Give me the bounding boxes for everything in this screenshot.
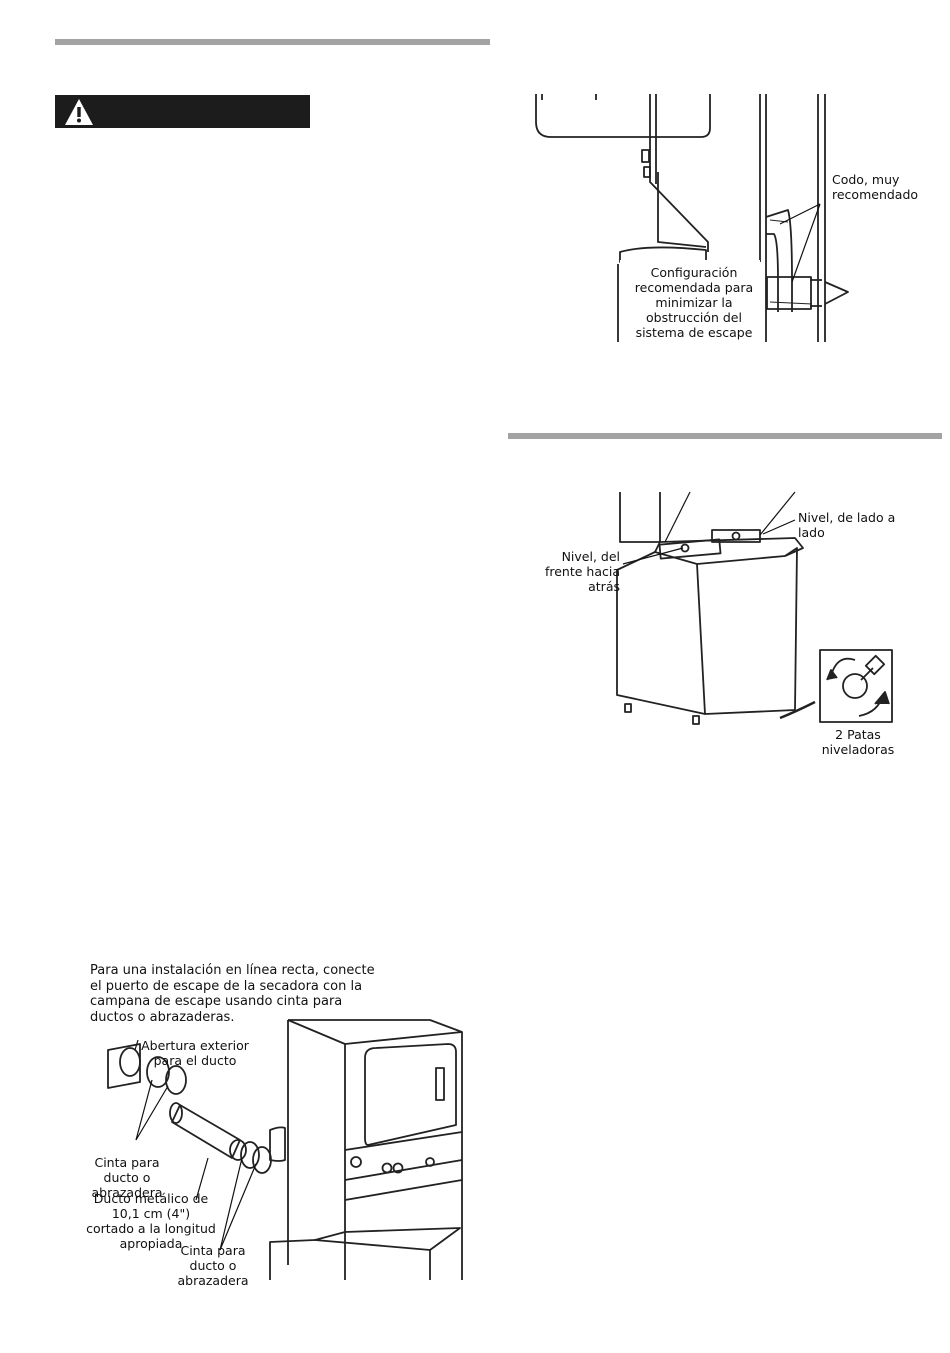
level-side-label: Nivel, de lado a lado	[798, 510, 896, 540]
config-label: Configuración recomendada para minimizar…	[634, 265, 754, 340]
section-rule-top-left	[55, 39, 490, 45]
duct-tape-label-2: Cinta para ducto o abrazadera	[177, 1243, 249, 1288]
elbow-label: Codo, muy recomendado	[832, 172, 919, 202]
level-front-label: Nivel, del frente hacia atrás	[544, 549, 620, 594]
straight-install-figure	[107, 1019, 463, 1280]
duct-tape-label-1: Cinta para ducto o abrazadera	[91, 1155, 163, 1200]
warning-icon	[65, 99, 93, 125]
leveling-figure	[616, 491, 893, 725]
leveling-feet-label: 2 Patas niveladoras	[821, 727, 895, 757]
section-rule-right	[508, 433, 942, 439]
metal-duct-label: Ducto metálico de 10,1 cm (4") cortado a…	[86, 1191, 216, 1251]
vent-elbow-figure	[535, 94, 849, 342]
straight-install-caption: Para una instalación en línea recta, con…	[90, 963, 375, 1025]
duct-opening-label: Abertura exterior para el ducto	[141, 1038, 249, 1068]
warning-bar	[55, 95, 310, 128]
